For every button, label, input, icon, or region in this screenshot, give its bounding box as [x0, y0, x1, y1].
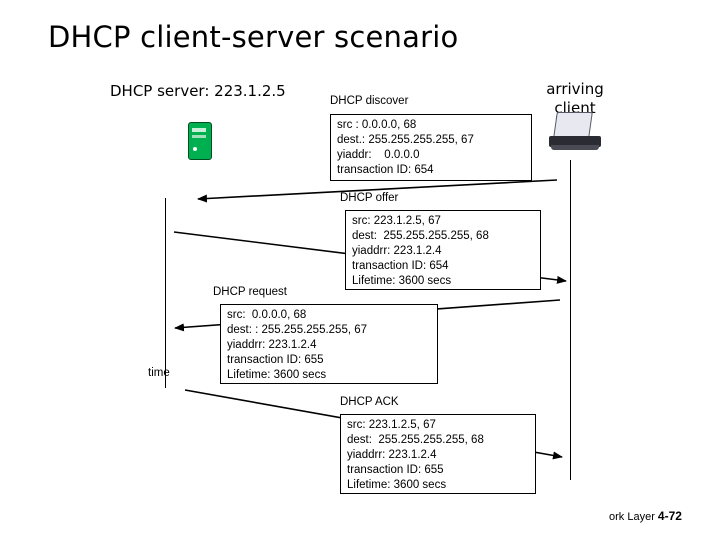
ack-line-3: yiaddrr: 223.1.2.4	[347, 449, 437, 461]
request-line-5: Lifetime: 3600 secs	[227, 369, 327, 381]
message-box-discover: src : 0.0.0.0, 68 dest.: 255.255.255.255…	[330, 114, 532, 181]
message-box-ack: src: 223.1.2.5, 67 dest: 255.255.255.255…	[340, 414, 536, 494]
server-timeline	[165, 198, 166, 388]
discover-line-3: yiaddr: 0.0.0.0	[337, 149, 420, 161]
discover-line-1: src : 0.0.0.0, 68	[337, 119, 417, 131]
footer-page-number: 4-72	[657, 509, 682, 523]
offer-line-2: dest: 255.255.255.255, 68	[352, 230, 489, 242]
ack-line-2: dest: 255.255.255.255, 68	[347, 434, 484, 446]
laptop-base-front	[551, 145, 599, 150]
laptop-base	[549, 136, 601, 147]
slide-footer: ork Layer 4-72	[609, 509, 682, 523]
page-title: DHCP client-server scenario	[48, 20, 459, 54]
laptop-icon	[549, 112, 603, 158]
server-icon-slot	[192, 128, 206, 132]
laptop-screen	[553, 112, 593, 138]
dhcp-server-label: DHCP server: 223.1.2.5	[110, 82, 286, 100]
request-line-1: src: 0.0.0.0, 68	[227, 309, 307, 321]
server-icon-slot-2	[192, 135, 206, 138]
client-timeline	[570, 160, 571, 480]
request-line-3: yiaddrr: 223.1.2.4	[227, 339, 317, 351]
discover-line-2: dest.: 255.255.255.255, 67	[337, 134, 474, 146]
message-label-request: DHCP request	[213, 286, 287, 298]
ack-line-4: transaction ID: 655	[347, 464, 444, 476]
footer-text: ork Layer	[609, 511, 655, 523]
offer-line-4: transaction ID: 654	[352, 260, 449, 272]
message-label-offer: DHCP offer	[340, 192, 399, 204]
message-box-offer: src: 223.1.2.5, 67 dest: 255.255.255.255…	[345, 210, 541, 290]
ack-line-1: src: 223.1.2.5, 67	[347, 419, 436, 431]
time-axis-label: time	[148, 367, 170, 379]
message-label-ack: DHCP ACK	[340, 396, 399, 408]
server-icon	[188, 122, 212, 160]
request-line-4: transaction ID: 655	[227, 354, 324, 366]
server-icon-led	[193, 147, 197, 151]
offer-line-3: yiaddrr: 223.1.2.4	[352, 245, 442, 257]
message-label-discover: DHCP discover	[330, 95, 409, 107]
discover-line-4: transaction ID: 654	[337, 164, 434, 176]
request-line-2: dest: : 255.255.255.255, 67	[227, 324, 368, 336]
offer-line-5: Lifetime: 3600 secs	[352, 275, 452, 287]
ack-line-5: Lifetime: 3600 secs	[347, 479, 447, 491]
offer-line-1: src: 223.1.2.5, 67	[352, 215, 441, 227]
message-box-request: src: 0.0.0.0, 68 dest: : 255.255.255.255…	[220, 304, 438, 384]
